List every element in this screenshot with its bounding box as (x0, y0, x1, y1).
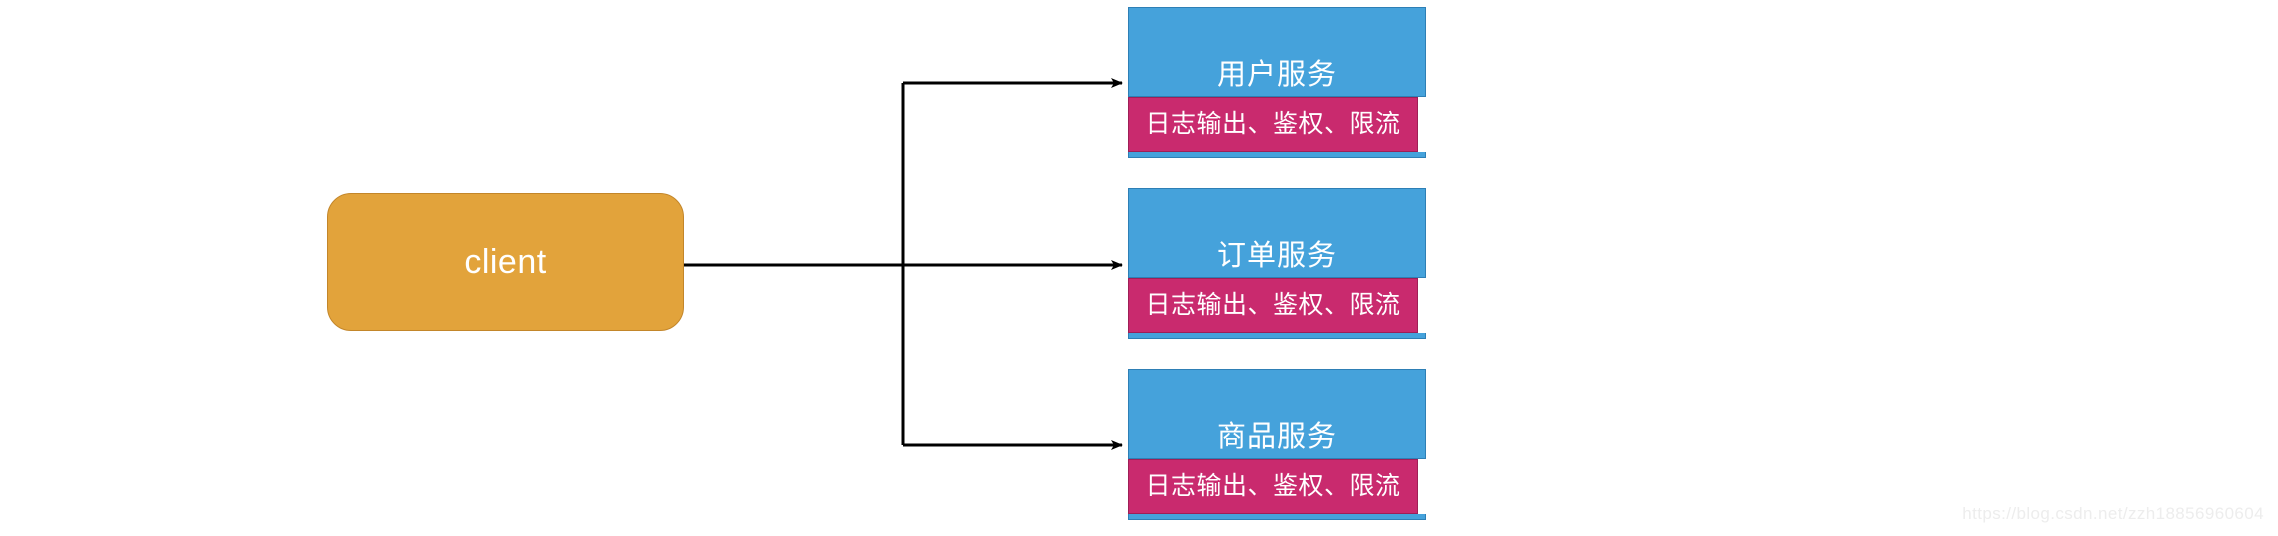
service-concerns-user: 日志输出、鉴权、限流 (1145, 110, 1401, 138)
service-head-product: 商品服务 (1128, 369, 1426, 459)
client-node[interactable]: client (327, 193, 684, 331)
service-node-user[interactable]: 用户服务 日志输出、鉴权、限流 (1128, 7, 1426, 158)
client-node-label: client (464, 243, 547, 281)
service-node-product[interactable]: 商品服务 日志输出、鉴权、限流 (1128, 369, 1426, 520)
service-foot-user (1128, 152, 1426, 158)
service-band-order: 日志输出、鉴权、限流 (1128, 278, 1418, 333)
service-name-order: 订单服务 (1216, 240, 1337, 273)
service-concerns-order: 日志输出、鉴权、限流 (1145, 291, 1401, 319)
service-name-user: 用户服务 (1216, 59, 1337, 92)
service-concerns-product: 日志输出、鉴权、限流 (1145, 472, 1401, 500)
service-band-product: 日志输出、鉴权、限流 (1128, 459, 1418, 514)
service-node-order[interactable]: 订单服务 日志输出、鉴权、限流 (1128, 188, 1426, 339)
service-foot-order (1128, 333, 1426, 339)
service-foot-product (1128, 514, 1426, 520)
service-head-user: 用户服务 (1128, 7, 1426, 97)
watermark: https://blog.csdn.net/zzh18856960604 (1962, 504, 2264, 523)
service-band-user: 日志输出、鉴权、限流 (1128, 97, 1418, 152)
service-head-order: 订单服务 (1128, 188, 1426, 278)
service-name-product: 商品服务 (1216, 421, 1337, 454)
